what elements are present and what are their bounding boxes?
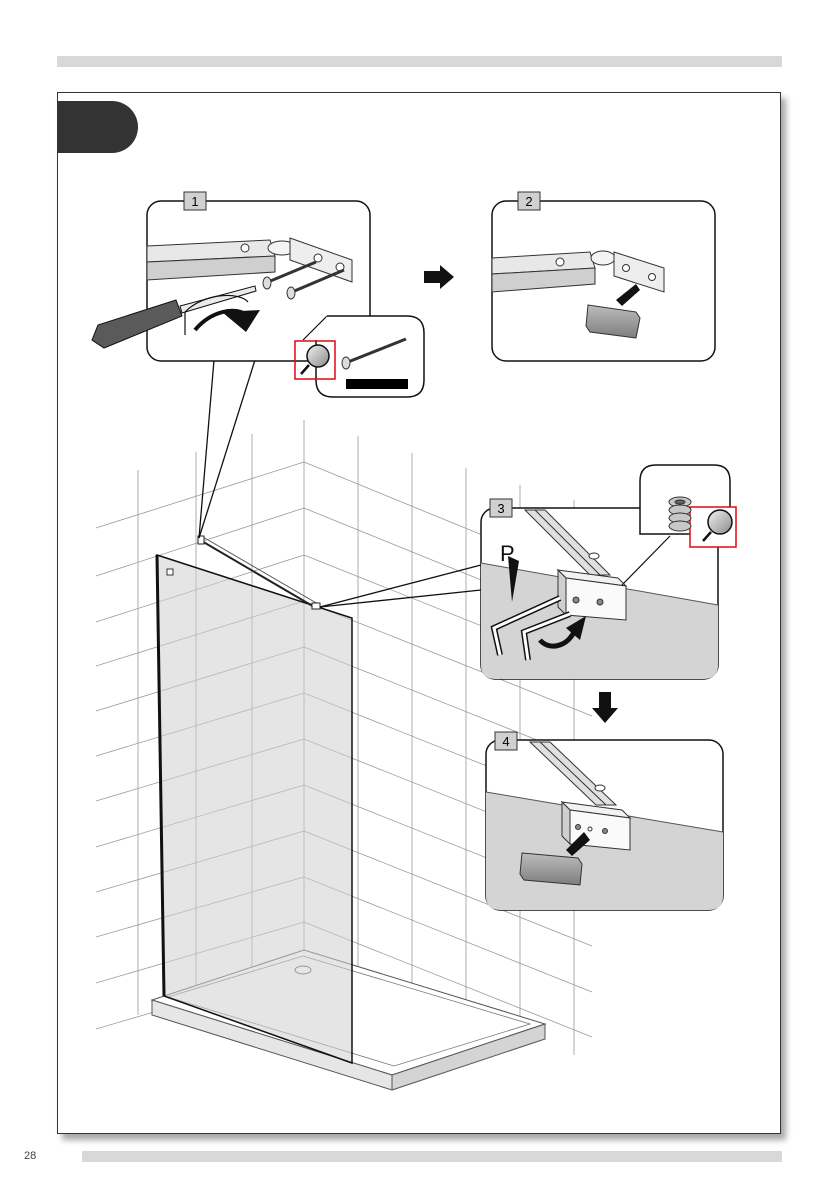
page-number: 28	[24, 1150, 36, 1162]
grub-screw-icon	[669, 497, 691, 531]
step-2-label: 2	[525, 194, 532, 209]
step-3-label: 3	[497, 501, 504, 516]
step-4-panel: 4	[486, 732, 723, 910]
tool-letter: P	[500, 541, 515, 566]
down-arrow	[592, 692, 618, 723]
next-arrow	[424, 265, 454, 289]
step-1-inset	[295, 316, 424, 397]
step-4-label: 4	[502, 734, 509, 749]
footer-bar	[82, 1151, 782, 1162]
step-2-panel: 2	[492, 192, 715, 361]
glass-panel	[157, 536, 352, 1063]
step-1-label: 1	[191, 194, 198, 209]
